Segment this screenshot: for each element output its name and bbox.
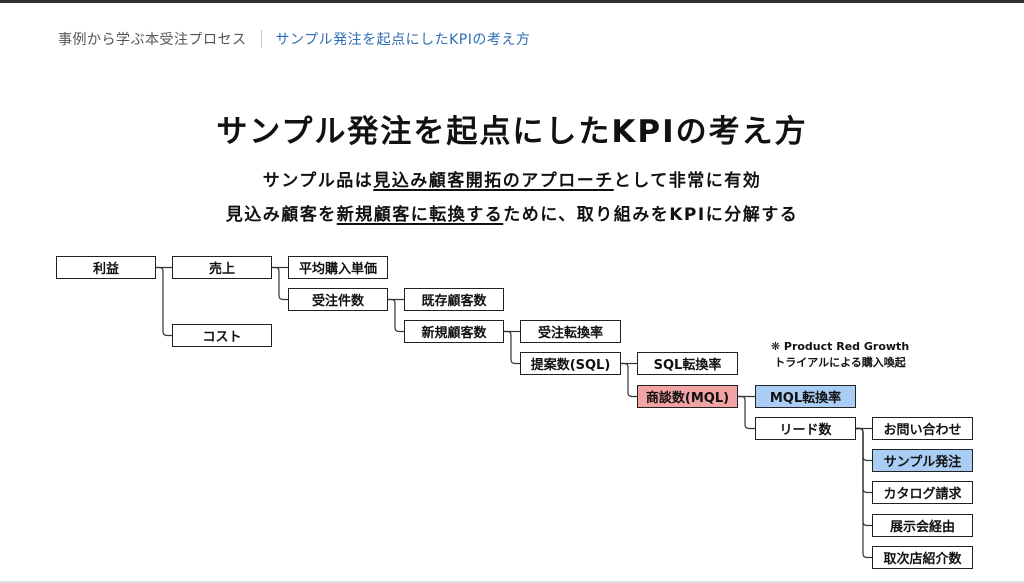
node-profit: 利益 (56, 256, 156, 279)
node-mql-rate: MQL転換率 (755, 385, 856, 408)
note-line-2: トライアルによる購入喚起 (774, 356, 906, 369)
node-inquiry: お問い合わせ (872, 417, 973, 440)
subtitle-line-1: サンプル品は見込み顧客開拓のアプローチとして非常に有効 (0, 166, 1024, 191)
node-sales: 売上 (172, 256, 272, 279)
breadcrumb-divider (260, 30, 262, 48)
node-existing-customers: 既存顧客数 (404, 288, 504, 311)
connector-new_customers-sql (504, 330, 520, 365)
subtitle-text: ために、取り組みをKPIに分解する (503, 205, 799, 225)
connector-sales-orders (272, 266, 288, 301)
node-order-rate: 受注転換率 (520, 320, 621, 343)
slide-title: サンプル発注を起点にしたKPIの考え方 (216, 114, 808, 150)
node-new-customers: 新規顧客数 (404, 320, 504, 343)
node-orders: 受注件数 (288, 288, 388, 311)
connector-leads-exhibition (856, 427, 872, 527)
subtitle-emphasis: 新規顧客に転換する (336, 205, 504, 225)
node-sql: 提案数(SQL) (520, 352, 621, 375)
node-agency-referral: 取次店紹介数 (872, 546, 973, 569)
node-sql-rate: SQL転換率 (637, 352, 738, 375)
connector-profit-cost (156, 266, 172, 337)
connector-orders-new_customers (388, 298, 404, 333)
node-mql: 商談数(MQL) (637, 385, 738, 408)
node-catalog-request: カタログ請求 (872, 481, 973, 504)
subtitle-text: 見込み顧客を (225, 205, 337, 225)
connector-leads-sample (856, 427, 872, 462)
subtitle-line-2: 見込み顧客を新規顧客に転換するために、取り組みをKPIに分解する (0, 200, 1024, 225)
connector-mql-leads (738, 395, 755, 430)
node-leads: リード数 (755, 417, 856, 440)
bottom-border (0, 581, 1024, 583)
breadcrumb-parent[interactable]: 事例から学ぶ本受注プロセス (58, 32, 247, 48)
note-plg: ❋ Product Red Growth トライアルによる購入喚起 (760, 339, 920, 371)
node-exhibition: 展示会経由 (872, 514, 973, 537)
subtitle-text: として非常に有効 (613, 171, 762, 191)
breadcrumb-current: サンプル発注を起点にしたKPIの考え方 (275, 32, 531, 48)
subtitle-text: サンプル品は (262, 171, 374, 191)
top-border (0, 0, 1024, 3)
node-cost: コスト (172, 324, 272, 347)
subtitle-emphasis: 見込み顧客開拓のアプローチ (373, 171, 614, 191)
note-line-1: ❋ Product Red Growth (770, 340, 910, 353)
node-avg-price: 平均購入単価 (288, 256, 388, 279)
connector-leads-agency (856, 427, 872, 559)
breadcrumb: 事例から学ぶ本受注プロセス サンプル発注を起点にしたKPIの考え方 (58, 29, 530, 49)
connector-sql-mql (621, 362, 637, 398)
node-sample-order: サンプル発注 (872, 449, 973, 472)
